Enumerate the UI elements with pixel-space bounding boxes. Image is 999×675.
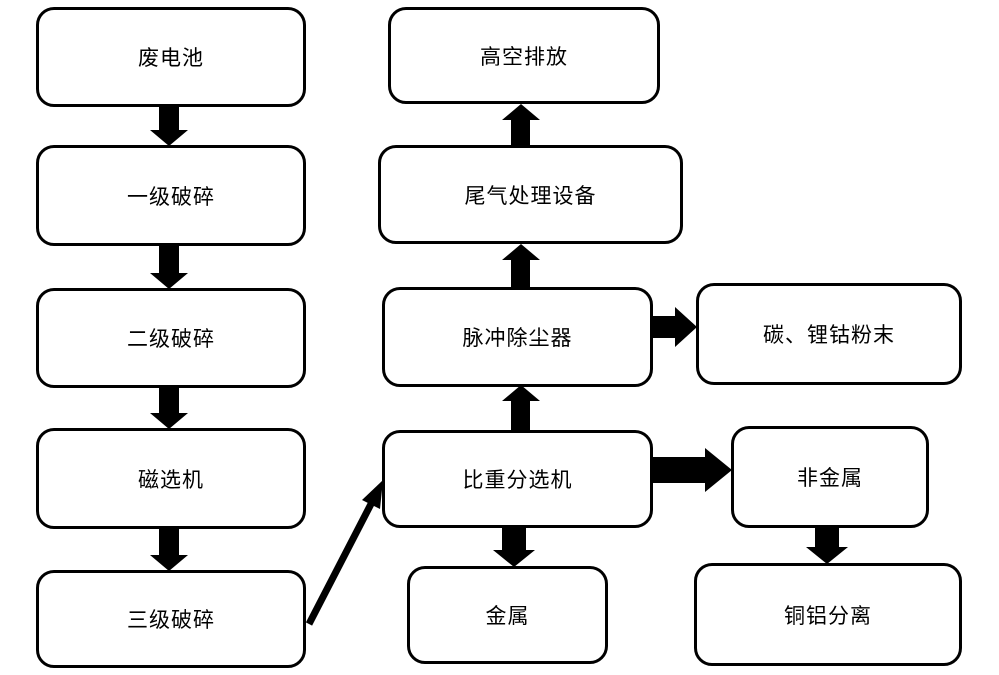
- node-waste-battery-label: 废电池: [138, 47, 204, 70]
- node-exhaust-treatment: 尾气处理设备: [378, 145, 683, 244]
- node-tertiary-crushing: 三级破碎: [36, 570, 306, 668]
- arrow-secondary-to-magnet: [150, 387, 188, 429]
- node-metal: 金属: [407, 566, 608, 664]
- node-copper-aluminum-separation-label: 铜铝分离: [784, 604, 872, 628]
- node-primary-crushing-label: 一级破碎: [127, 185, 215, 209]
- node-gravity-separator: 比重分选机: [382, 430, 653, 528]
- node-pulse-dust-collector: 脉冲除尘器: [382, 287, 653, 387]
- node-waste-battery: 废电池: [36, 7, 306, 107]
- arrow-pulse-to-exhaust: [502, 244, 540, 287]
- arrow-exhaust-to-discharge: [502, 104, 540, 146]
- arrow-gravity-to-metal: [493, 527, 535, 567]
- arrow-gravity-to-pulse: [502, 385, 540, 431]
- arrow-primary-to-secondary: [150, 246, 188, 289]
- node-exhaust-treatment-label: 尾气处理设备: [464, 184, 597, 208]
- node-high-altitude-discharge: 高空排放: [388, 7, 660, 104]
- node-magnetic-separator: 磁选机: [36, 428, 306, 529]
- node-tertiary-crushing-label: 三级破碎: [127, 609, 215, 632]
- arrow-magnet-to-tertiary: [150, 529, 188, 571]
- node-copper-aluminum-separation: 铜铝分离: [694, 563, 962, 666]
- arrow-pulse-to-carbon: [650, 307, 697, 347]
- node-non-metal: 非金属: [731, 426, 929, 528]
- node-magnetic-separator-label: 磁选机: [138, 468, 204, 492]
- arrow-tertiary-to-gravity-line: [305, 502, 375, 626]
- node-high-altitude-discharge-label: 高空排放: [480, 45, 568, 69]
- arrow-waste-to-primary: [150, 106, 188, 146]
- node-gravity-separator-label: 比重分选机: [462, 469, 573, 492]
- node-carbon-lithium-cobalt-powder: 碳、锂钴粉末: [696, 283, 962, 385]
- node-primary-crushing: 一级破碎: [36, 145, 306, 246]
- arrow-tertiary-to-gravity-head: [362, 480, 383, 509]
- node-pulse-dust-collector-label: 脉冲除尘器: [462, 327, 573, 350]
- node-metal-label: 金属: [485, 605, 530, 628]
- node-non-metal-label: 非金属: [797, 467, 863, 490]
- arrow-gravity-to-nonmetal: [651, 448, 732, 492]
- arrow-nonmetal-to-cualsep: [806, 527, 848, 564]
- node-carbon-lithium-cobalt-powder-label: 碳、锂钴粉末: [763, 324, 895, 347]
- node-secondary-crushing: 二级破碎: [36, 288, 306, 388]
- node-secondary-crushing-label: 二级破碎: [127, 328, 215, 351]
